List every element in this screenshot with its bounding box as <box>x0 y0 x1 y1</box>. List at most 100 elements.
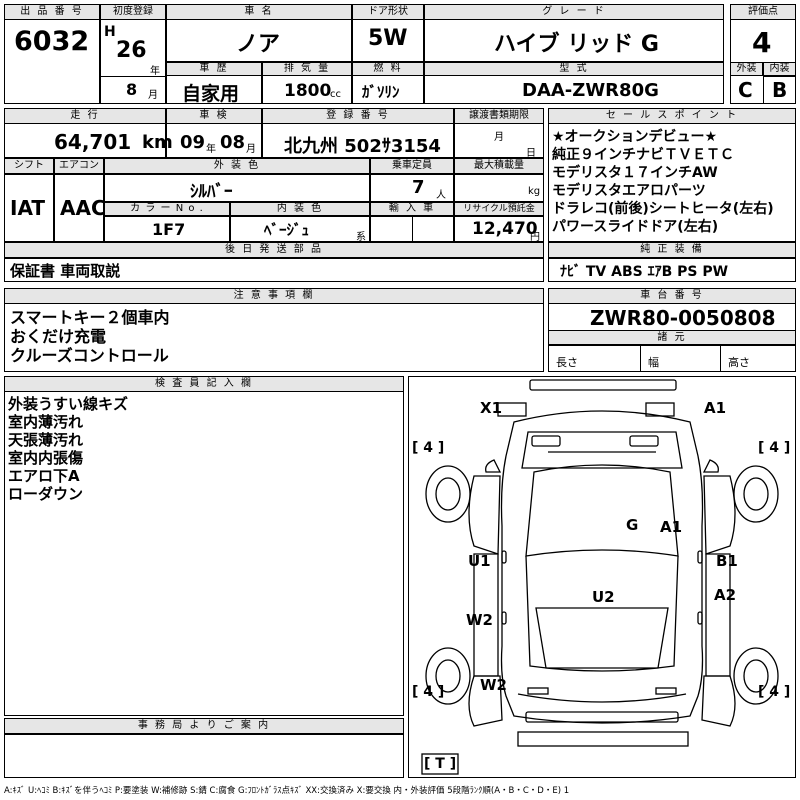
import-divider <box>412 216 413 242</box>
mileage-unit: km <box>142 132 173 153</box>
history-label: 車 歴 <box>166 62 262 76</box>
displacement-label: 排 気 量 <box>262 62 352 76</box>
score-label: 評価点 <box>730 4 796 20</box>
transfer-label: 譲渡書類期限 <box>454 108 544 124</box>
damage-mark-left-rear: W2 <box>466 611 493 629</box>
dims-height: 高さ <box>728 356 750 369</box>
inspector-line: エアロ下A <box>8 467 80 485</box>
lot-no: 6032 <box>14 26 90 57</box>
color-no: 1F7 <box>152 220 186 239</box>
capacity-unit: 人 <box>436 190 446 201</box>
insp-month: 08 <box>220 132 246 153</box>
ext-color-label: 外 装 色 <box>104 158 370 174</box>
max-load-cell <box>454 174 544 202</box>
grade: ハイブ リッド G <box>494 32 659 57</box>
interior-divider <box>763 76 796 104</box>
tire-mark-rear-right: [ 4 ] <box>758 684 791 700</box>
chassis-label: 車 台 番 号 <box>548 288 796 304</box>
recycle-unit: 円 <box>530 232 540 243</box>
damage-mark-right-rear: A2 <box>714 586 737 604</box>
ac: AAC <box>60 196 106 220</box>
int-color-unit: 系 <box>356 232 366 243</box>
reg-no: 北九州 502ｻ3154 <box>284 136 441 157</box>
car-name: ノア <box>236 32 281 57</box>
dims-label: 諸 元 <box>548 330 796 345</box>
damage-mark-left-door: U1 <box>468 552 491 570</box>
car-diagram <box>421 379 779 775</box>
damage-mark-right-door: B1 <box>716 552 738 570</box>
car-diagram-box <box>408 376 796 778</box>
office-box <box>4 734 404 778</box>
max-load-label: 最大積載量 <box>454 158 544 174</box>
reg-no-label: 登 録 番 号 <box>262 108 454 124</box>
insp-year: 09 <box>180 132 206 153</box>
note-line: おくだけ充電 <box>10 327 107 346</box>
int-color-label: 内 装 色 <box>230 202 370 216</box>
damage-mark-right-fender: A1 <box>660 518 683 536</box>
sales-point-line: 純正９インチナビＴＶＥＴＣ <box>552 147 734 163</box>
era: H <box>104 24 116 40</box>
history: 自家用 <box>182 83 240 105</box>
insp-year-unit: 年 <box>206 144 216 155</box>
interior-score: B <box>772 78 788 102</box>
sales-point-line: モデリスタ１７インチAW <box>552 165 718 181</box>
score: 4 <box>752 26 772 59</box>
door-label: ドア形状 <box>352 4 424 20</box>
year-unit: 年 <box>150 66 160 77</box>
model: DAA-ZWR80G <box>522 80 659 101</box>
note-line: スマートキー２個車内 <box>10 308 170 327</box>
insp-month-unit: 月 <box>246 144 256 155</box>
tire-mark-front-right: [ 4 ] <box>758 440 791 456</box>
office-label: 事 務 局 よ り ご 案 内 <box>4 718 404 734</box>
color-no-label: カ ラ ー N o . <box>104 202 230 216</box>
exterior-label: 外装 <box>730 62 763 76</box>
capacity-cell <box>370 174 454 202</box>
recycle-label: リサイクル預託金 <box>454 202 544 216</box>
sales-point-line: ★オークションデビュー★ <box>552 129 718 145</box>
damage-mark-front-right: A1 <box>704 399 727 417</box>
lot-no-label: 出 品 番 号 <box>4 4 100 20</box>
ac-label: エアコン <box>54 158 104 174</box>
inspector-label: 検 査 員 記 入 欄 <box>4 376 404 392</box>
damage-mark-roof: U2 <box>592 588 615 606</box>
inspector-line: 室内内張傷 <box>8 449 84 467</box>
shift-cell <box>4 174 54 242</box>
inspection-label: 車 検 <box>166 108 262 124</box>
capacity-label: 乗車定員 <box>370 158 454 174</box>
later-parts-label: 後 日 発 送 部 品 <box>4 242 544 258</box>
fuel: ｶﾞｿﾘﾝ <box>362 83 400 101</box>
transfer-month-unit: 月 <box>494 132 504 143</box>
dims-divider-1 <box>640 345 641 372</box>
month-unit: 月 <box>148 90 158 101</box>
legend: A:ｷｽﾞ U:ﾍｺﾐ B:ｷｽﾞを伴うﾍｺﾐ P:要塗装 W:補修跡 S:錆 … <box>4 786 570 796</box>
damage-mark-windshield: G <box>626 516 639 534</box>
inspector-line: 外装うすい線キズ <box>8 395 129 413</box>
damage-mark-left-quarter: W2 <box>480 676 507 694</box>
shift: IAT <box>10 196 46 220</box>
dims-row <box>548 345 796 372</box>
later-parts-cell <box>4 258 544 282</box>
equipment-text: ﾅﾋﾞ TV ABS ｴｱB PS PW <box>560 264 729 280</box>
ac-cell <box>54 174 104 242</box>
dims-width: 幅 <box>648 356 659 369</box>
shift-label: シフト <box>4 158 54 174</box>
inspector-line: ローダウン <box>8 485 84 503</box>
equipment-label: 純 正 装 備 <box>548 242 796 258</box>
displacement: 1800 <box>284 81 332 101</box>
transfer-day-unit: 日 <box>526 148 536 159</box>
tire-mark-rear-left: [ 4 ] <box>412 684 445 700</box>
mileage-label: 走 行 <box>4 108 166 124</box>
first-reg-year: 26 <box>116 38 147 63</box>
grade-label: グ レ ー ド <box>424 4 724 20</box>
recycle: 12,470 <box>472 219 538 239</box>
color-no-cell <box>104 216 230 242</box>
interior-label: 内装 <box>763 62 796 76</box>
inspector-line: 天張薄汚れ <box>8 431 84 449</box>
displacement-unit: cc <box>330 89 341 100</box>
first-reg-month: 8 <box>126 80 138 99</box>
import-label: 輸 入 車 <box>370 202 454 216</box>
fuel-label: 燃 料 <box>352 62 424 76</box>
sales-point-line: ドラレコ(前後)シートヒータ(左右) <box>552 201 774 217</box>
car-name-label: 車 名 <box>166 4 352 20</box>
sales-point-line: モデリスタエアロパーツ <box>552 183 706 199</box>
